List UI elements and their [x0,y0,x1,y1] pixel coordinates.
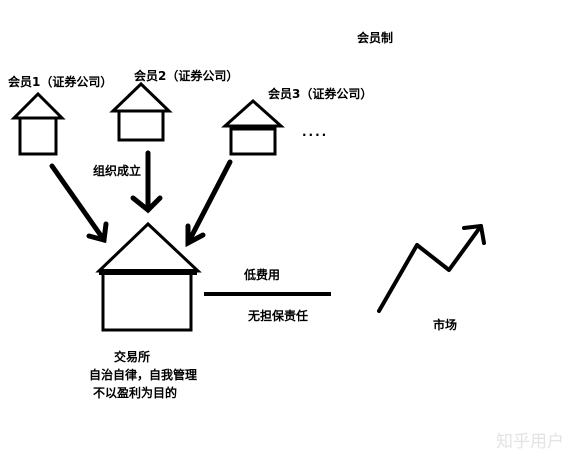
diagram-title: 会员制 [357,31,394,45]
market-trend-arrow [377,224,486,313]
member-3-label: 会员3（证券公司） [268,87,373,101]
watermark: 知乎用户 [496,432,564,452]
member-2-label: 会员2（证券公司） [134,69,239,83]
market-label: 市场 [433,318,458,332]
exchange-name: 交易所 [114,350,151,364]
member-house-2-icon [109,81,173,142]
no-guarantee-label: 无担保责任 [248,309,309,323]
organize-label: 组织成立 [93,164,142,178]
exchange-house-icon [95,221,202,332]
exchange-trait-nonprofit: 不以盈利为目的 [93,386,178,400]
exchange-trait-self-regulation: 自治自律，自我管理 [89,368,198,382]
member-2-arrow [130,150,163,214]
more-members-ellipsis: .... [302,125,329,139]
member-3-arrow [185,159,233,248]
member-1-label: 会员1（证券公司） [8,75,113,89]
member-house-3-icon [221,98,285,156]
member-1-arrow [49,163,109,244]
member-house-1-icon [10,91,66,156]
low-fee-label: 低费用 [244,268,281,282]
